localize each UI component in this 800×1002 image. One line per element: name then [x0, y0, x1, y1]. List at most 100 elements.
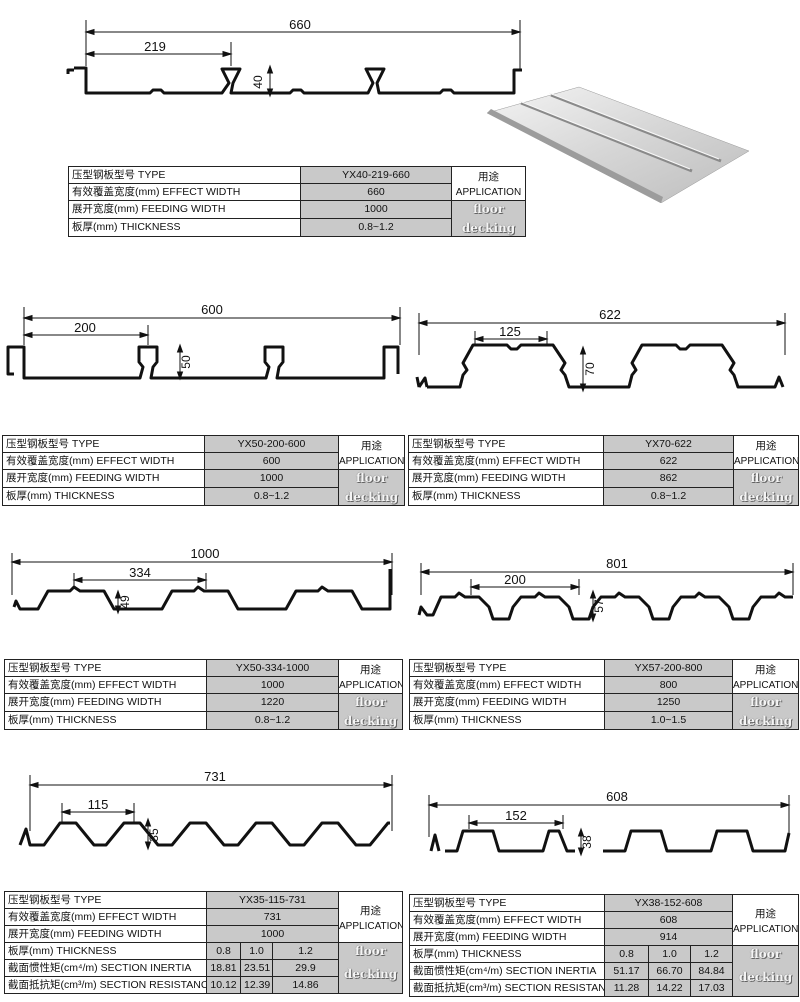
label-feeding-width: 展开宽度(mm) FEEDING WIDTH — [409, 928, 605, 946]
thickness-value: 1.2 — [271, 942, 340, 960]
value-feeding-width: 914 — [604, 928, 733, 946]
label-feeding-width: 展开宽度(mm) FEEDING WIDTH — [4, 693, 207, 712]
inertia-value: 51.17 — [604, 962, 649, 980]
dim-total: 608 — [606, 789, 628, 804]
profile-drawing-yx50-334-1000: 1000 334 49 — [10, 546, 394, 615]
value-type: YX38-152-608 — [604, 894, 733, 912]
value-effect-width: 731 — [205, 908, 340, 926]
value-thickness: 0.8~1.2 — [206, 711, 339, 730]
resistance-value: 14.22 — [648, 979, 691, 997]
thickness-value: 1.0 — [240, 942, 273, 960]
profile-drawing-yx57-200-800: 801 200 57 — [417, 556, 795, 623]
dim-pitch: 219 — [144, 39, 166, 54]
value-feeding-width: 862 — [603, 469, 734, 488]
value-feeding-width: 1000 — [204, 469, 339, 488]
value-feeding-width: 1220 — [206, 693, 339, 712]
dim-total: 660 — [289, 17, 311, 32]
resistance-value: 17.03 — [690, 979, 733, 997]
value-type: YX50-200-600 — [204, 435, 339, 453]
label-type: 压型钢板型号 TYPE — [4, 659, 207, 677]
label-feeding-width: 展开宽度(mm) FEEDING WIDTH — [68, 200, 301, 219]
label-section-inertia: 截面惯性矩(cm⁴/m) SECTION INERTIA — [409, 962, 605, 980]
value-effect-width: 608 — [604, 911, 733, 929]
profile-drawing-yx50-200-600: 600 200 50 — [6, 302, 402, 381]
dim-height: 35 — [147, 828, 161, 842]
label-feeding-width: 展开宽度(mm) FEEDING WIDTH — [409, 693, 605, 712]
label-effect-width: 有效覆盖宽度(mm) EFFECT WIDTH — [409, 911, 605, 929]
value-feeding-width: 1000 — [205, 925, 340, 943]
thickness-value: 1.2 — [690, 945, 733, 963]
dim-pitch: 115 — [88, 797, 109, 812]
value-type: YX40-219-660 — [300, 166, 452, 184]
inertia-value: 29.9 — [271, 959, 340, 977]
profile-drawing-yx38-152-608: 608 152 38 — [427, 789, 791, 857]
label-type: 压型钢板型号 TYPE — [408, 435, 604, 453]
value-type: YX35-115-731 — [205, 891, 340, 909]
dim-pitch: 125 — [499, 324, 521, 339]
label-effect-width: 有效覆盖宽度(mm) EFFECT WIDTH — [4, 908, 207, 926]
label-section-resistance: 截面抵抗矩(cm³/m) SECTION RESISTANC — [409, 979, 605, 997]
dim-pitch: 334 — [129, 565, 151, 580]
label-effect-width: 有效覆盖宽度(mm) EFFECT WIDTH — [2, 452, 205, 470]
dim-total: 600 — [201, 302, 223, 317]
label-thickness: 板厚(mm) THICKNESS — [4, 711, 207, 730]
inertia-value: 23.51 — [240, 959, 273, 977]
label-feeding-width: 展开宽度(mm) FEEDING WIDTH — [408, 469, 604, 488]
value-type: YX70-622 — [603, 435, 734, 453]
thickness-value: 0.8 — [206, 942, 241, 960]
label-effect-width: 有效覆盖宽度(mm) EFFECT WIDTH — [68, 183, 301, 201]
value-thickness: 0.8~1.2 — [204, 487, 339, 506]
dim-total: 622 — [599, 307, 621, 322]
label-thickness: 板厚(mm) THICKNESS — [4, 942, 207, 960]
label-type: 压型钢板型号 TYPE — [4, 891, 207, 909]
dim-pitch: 200 — [74, 320, 96, 335]
value-type: YX57-200-800 — [604, 659, 733, 677]
label-type: 压型钢板型号 TYPE — [68, 166, 301, 184]
value-effect-width: 622 — [603, 452, 734, 470]
dim-height: 50 — [179, 355, 193, 369]
dim-height: 40 — [251, 75, 265, 89]
label-section-inertia: 截面惯性矩(cm⁴/m) SECTION INERTIA — [4, 959, 207, 977]
label-effect-width: 有效覆盖宽度(mm) EFFECT WIDTH — [409, 676, 605, 694]
label-effect-width: 有效覆盖宽度(mm) EFFECT WIDTH — [4, 676, 207, 694]
dim-height: 57 — [592, 599, 606, 613]
label-type: 压型钢板型号 TYPE — [409, 659, 605, 677]
dim-pitch: 200 — [504, 572, 526, 587]
dim-pitch: 152 — [505, 808, 527, 823]
label-thickness: 板厚(mm) THICKNESS — [68, 218, 301, 237]
label-feeding-width: 展开宽度(mm) FEEDING WIDTH — [4, 925, 207, 943]
value-effect-width: 660 — [300, 183, 452, 201]
profile-drawing-yx40-219-660: 660 219 40 — [66, 17, 522, 98]
value-effect-width: 600 — [204, 452, 339, 470]
value-type: YX50-334-1000 — [206, 659, 339, 677]
value-effect-width: 1000 — [206, 676, 339, 694]
label-thickness: 板厚(mm) THICKNESS — [408, 487, 604, 506]
label-feeding-width: 展开宽度(mm) FEEDING WIDTH — [2, 469, 205, 488]
value-effect-width: 800 — [604, 676, 733, 694]
dim-total: 731 — [204, 769, 226, 784]
label-type: 压型钢板型号 TYPE — [2, 435, 205, 453]
inertia-value: 84.84 — [690, 962, 733, 980]
resistance-value: 11.28 — [604, 979, 649, 997]
dim-height: 38 — [580, 835, 594, 849]
dim-height: 49 — [118, 595, 132, 609]
value-feeding-width: 1250 — [604, 693, 733, 712]
